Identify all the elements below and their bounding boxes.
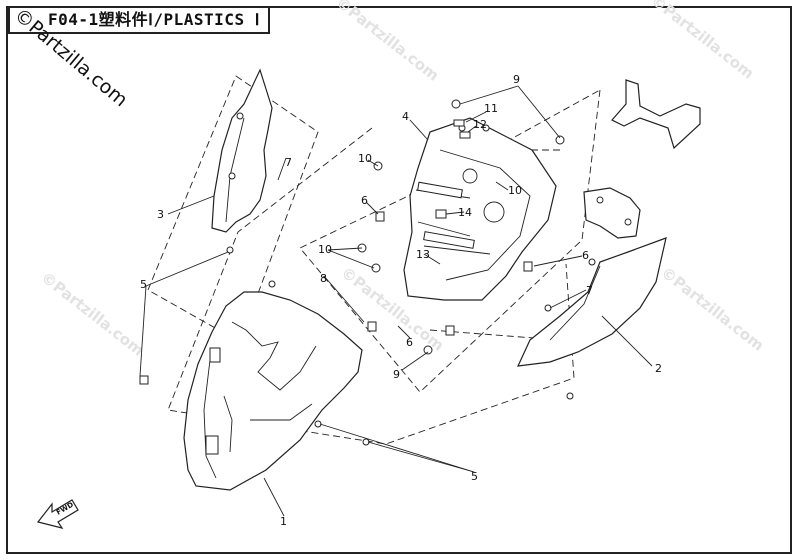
callout-1: 1 [280,515,287,528]
callout-6a: 6 [361,194,368,207]
callout-7b: 7 [586,284,593,297]
callout-9b: 9 [393,368,400,381]
callout-3: 3 [157,208,164,221]
callout-10c: 10 [508,184,522,197]
mounting-bracket [583,79,701,239]
part-1-front-fairing [183,280,370,491]
callout-13: 13 [416,248,430,261]
part-3-left-side-panel [211,68,273,254]
callout-5b: 5 [471,470,478,483]
callout-10a: 10 [358,152,372,165]
leader-lines [139,85,653,517]
callout-7a: 7 [285,156,292,169]
fwd-direction-arrow: FWD [36,499,79,529]
dashed-group-outline-right [299,89,601,393]
diagram-frame [6,6,792,554]
callout-10b: 10 [318,243,332,256]
part-4-center-cowl [403,117,557,301]
callout-12: 12 [473,118,487,131]
callout-6c: 6 [582,249,589,262]
diagram-title: F04-1塑料件Ⅰ/PLASTICS Ⅰ [8,6,270,34]
callout-14: 14 [458,206,472,219]
callout-11: 11 [484,102,498,115]
callout-2: 2 [655,362,662,375]
callout-9a: 9 [513,73,520,86]
callout-5a: 5 [140,278,147,291]
callout-4: 4 [402,110,409,123]
callout-numbers: 1 2 3 4 5 5 6 6 6 7 7 8 9 9 10 10 10 11 … [140,73,662,528]
callout-8: 8 [320,272,327,285]
callout-6b: 6 [406,336,413,349]
part-2-right-side-panel [517,237,667,400]
